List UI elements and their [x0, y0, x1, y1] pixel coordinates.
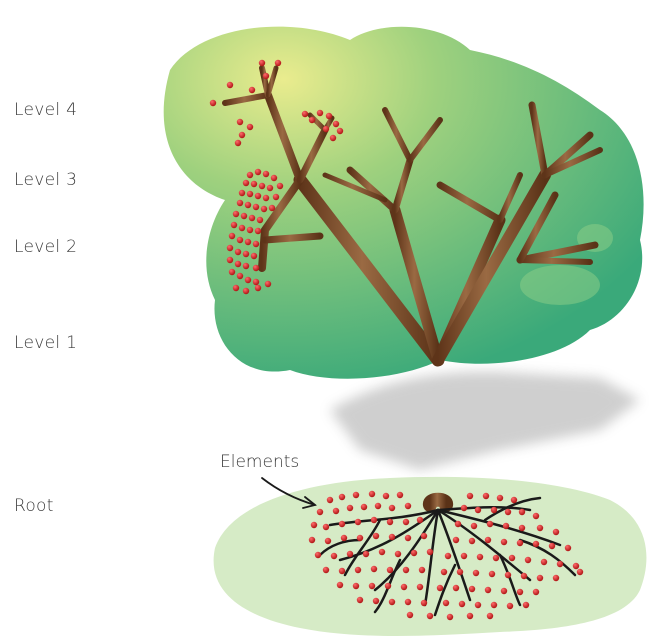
elements-label: Elements: [220, 452, 299, 472]
level-3-label: Level 3: [14, 170, 77, 190]
root-label: Root: [14, 496, 54, 516]
tree-canopy: [164, 27, 644, 379]
level-1-label: Level 1: [14, 333, 77, 353]
level-2-label: Level 2: [14, 237, 77, 257]
level-4-label: Level 4: [14, 100, 77, 120]
tree-shadow: [330, 372, 640, 470]
